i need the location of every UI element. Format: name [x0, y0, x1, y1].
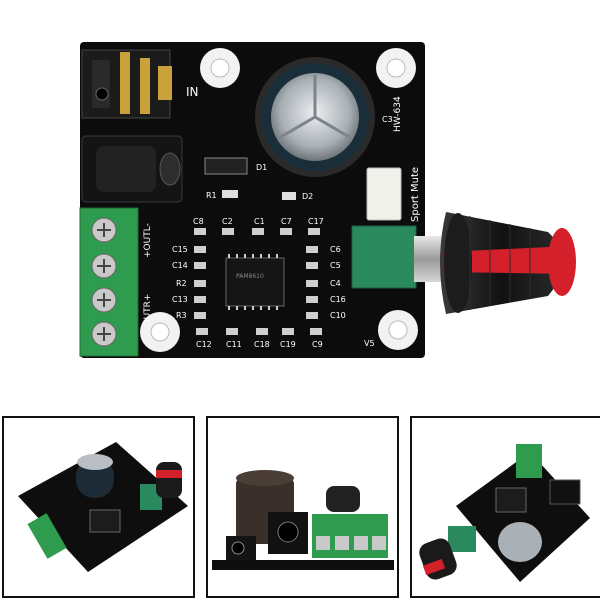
- amplifier-ic: [225, 254, 285, 310]
- amplifier-ic: [495, 487, 527, 513]
- label-in: IN: [186, 85, 199, 99]
- label-c1: C1: [254, 217, 265, 226]
- led-d2: [282, 192, 296, 200]
- amplifier-ic: [89, 509, 121, 533]
- diode-d1: [204, 157, 248, 175]
- label-c9: C9: [312, 340, 323, 349]
- mute-header: [366, 167, 402, 221]
- main-product-image: IN C3 HW-634 D1 R1 D2 Sport Mute +OUTL- …: [79, 42, 576, 358]
- label-c16: C16: [330, 295, 346, 304]
- label-c18: C18: [254, 340, 270, 349]
- label-d2: D2: [302, 192, 313, 201]
- amplifier-board-illustration: IN C3 HW-634 D1 R1 D2 Sport Mute +OUTL- …: [79, 42, 576, 358]
- thumbnail-rear-angled-illustration: [419, 444, 590, 582]
- dc-power-jack: [549, 479, 581, 505]
- label-outr: -OUTR+: [143, 294, 153, 330]
- label-c15: C15: [172, 245, 188, 254]
- label-c10: C10: [330, 311, 346, 320]
- label-r1: R1: [206, 191, 217, 200]
- pcb-board: [212, 560, 394, 570]
- volume-potentiometer: [448, 526, 476, 552]
- label-d1: D1: [256, 163, 267, 172]
- volume-potentiometer: [351, 225, 448, 289]
- mounting-hole: [140, 312, 180, 352]
- volume-knob: [326, 486, 360, 512]
- label-c6: C6: [330, 245, 341, 254]
- label-c19: C19: [280, 340, 296, 349]
- label-c7: C7: [281, 217, 292, 226]
- label-c13: C13: [172, 295, 188, 304]
- label-c2: C2: [222, 217, 233, 226]
- volume-knob: [440, 212, 576, 314]
- chip-marking: PAM8610: [236, 273, 264, 280]
- screw-terminal-block: [27, 513, 67, 559]
- screw-terminal-block: [516, 444, 542, 478]
- mounting-hole: [376, 48, 416, 88]
- screw-terminal-block: [79, 207, 139, 357]
- thumbnail-side[interactable]: [206, 416, 399, 598]
- label-switch: Sport Mute: [410, 167, 421, 222]
- label-c17: C17: [308, 217, 324, 226]
- thumbnail-angled[interactable]: [2, 416, 195, 598]
- label-c8: C8: [193, 217, 204, 226]
- volume-knob: [156, 462, 182, 498]
- thumbnail-angled-illustration: [18, 442, 188, 572]
- label-c12: C12: [196, 340, 212, 349]
- electrolytic-capacitor: [498, 522, 542, 562]
- label-model: HW-634: [393, 96, 403, 132]
- label-c14: C14: [172, 261, 188, 270]
- label-c3: C3: [382, 115, 393, 124]
- label-c11: C11: [226, 340, 242, 349]
- label-c4: C4: [330, 279, 341, 288]
- mounting-hole: [378, 310, 418, 350]
- dc-power-jack: [81, 135, 183, 203]
- label-r3: R3: [176, 311, 187, 320]
- label-c5: C5: [330, 261, 341, 270]
- label-outl: +OUTL-: [143, 223, 153, 258]
- label-v5: V5: [364, 339, 375, 348]
- thumbnail-rear-angled[interactable]: [410, 416, 600, 598]
- resistor-r1: [222, 190, 238, 198]
- audio-input-jack: [81, 49, 172, 119]
- electrolytic-capacitor: [255, 57, 375, 177]
- thumbnail-side-illustration: [212, 470, 394, 570]
- smd-components: [194, 228, 322, 335]
- label-r2: R2: [176, 279, 187, 288]
- mounting-hole: [200, 48, 240, 88]
